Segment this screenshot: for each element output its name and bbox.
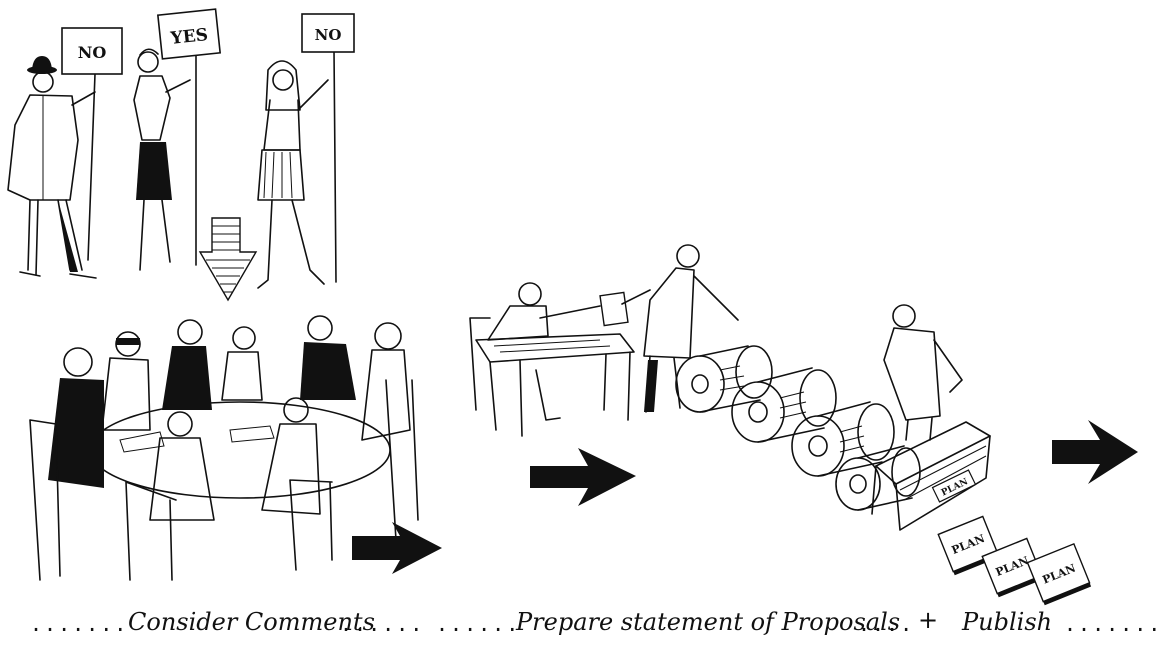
caption-prepare-statement: Prepare statement of Proposals	[516, 608, 900, 636]
separator-after-consider: ......	[340, 612, 424, 636]
arrow-right-1	[352, 522, 442, 574]
separator-after-prepare: ....	[858, 612, 914, 636]
messenger-man	[600, 245, 738, 412]
sign-no-right-text: NO	[315, 26, 342, 44]
separator-before-prepare: ......	[436, 612, 520, 636]
sign-yes-text: YES	[169, 25, 209, 49]
sign-no-left: NO	[62, 28, 122, 74]
protester-man-no	[8, 56, 96, 278]
caption-publish: Publish	[962, 608, 1052, 636]
sign-no-right: NO	[302, 14, 354, 52]
protester-woman-yes	[134, 49, 196, 270]
arrow-right-3	[1052, 420, 1138, 484]
hatched-down-arrow	[200, 218, 256, 300]
protester-woman-no	[258, 50, 336, 288]
printing-rolls	[676, 346, 920, 510]
separator-end: .......	[1064, 612, 1156, 636]
printing-machine: PLAN	[872, 422, 990, 530]
sign-yes: YES	[158, 9, 220, 59]
caption-consider-comments: Consider Comments	[128, 608, 375, 636]
separator-start: .......	[30, 612, 128, 636]
press-operator	[884, 305, 962, 440]
sign-no-left-text: NO	[78, 43, 107, 62]
arrow-right-2	[530, 448, 636, 506]
separator-plus: +	[918, 606, 938, 634]
plan-book-3: PLAN	[1028, 544, 1092, 605]
